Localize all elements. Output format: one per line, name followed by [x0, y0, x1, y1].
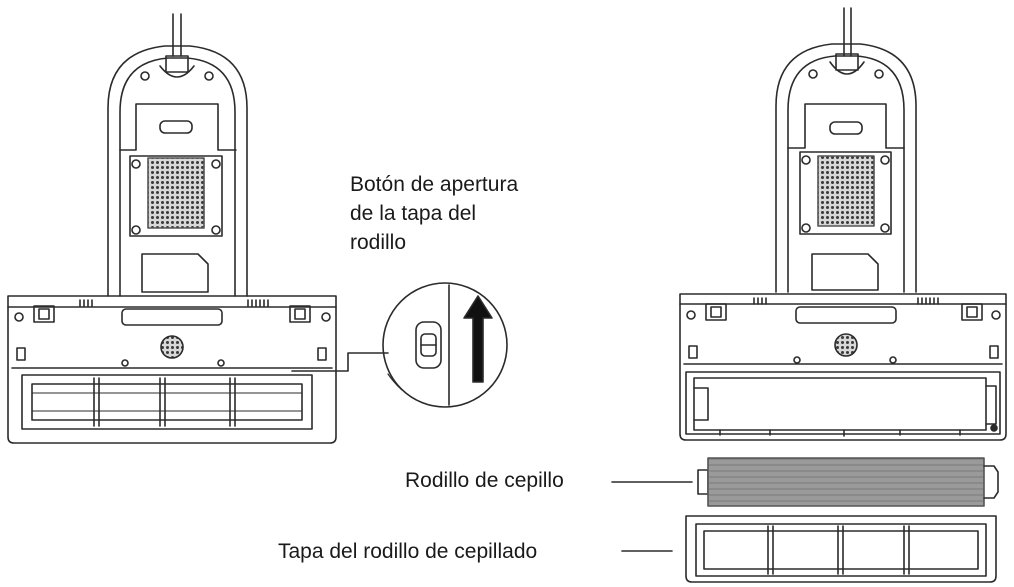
brush-roller-label: Rodillo de cepillo	[405, 469, 564, 492]
right-vacuum-head	[679, 7, 1007, 441]
right-roller-cavity	[685, 371, 1001, 435]
right-air-grill	[817, 155, 875, 227]
left-neck-outline	[107, 45, 248, 297]
left-base-body	[7, 295, 337, 444]
left-center-vent	[160, 335, 184, 359]
left-power-cord	[172, 13, 182, 57]
open-button-label-line-3: rodillo	[350, 231, 407, 254]
open-button-callout	[291, 282, 508, 408]
left-air-grill	[147, 157, 205, 229]
roller-cover-part	[621, 515, 997, 583]
left-roller-cover	[21, 374, 313, 430]
right-neck-outline	[775, 43, 917, 293]
open-button-label: Botón de apertura de la tapa del rodillo	[350, 170, 518, 257]
brush-roller	[707, 457, 985, 507]
leader-line	[291, 352, 389, 372]
roller-cover	[685, 515, 997, 583]
right-power-cord	[843, 7, 852, 57]
slider-button-icon	[415, 321, 442, 369]
right-base-body	[679, 293, 1007, 441]
open-button-label-line-1: Botón de apertura	[350, 173, 519, 196]
zoom-circle	[382, 282, 508, 408]
right-center-vent	[834, 333, 858, 357]
arrow-up-icon	[463, 295, 493, 383]
open-button-label-line-2: de la tapa del	[350, 202, 477, 225]
left-vacuum-head	[7, 13, 337, 444]
brush-roller-part	[611, 457, 999, 507]
roller-cover-label: Tapa del rodillo de cepillado	[278, 540, 538, 563]
